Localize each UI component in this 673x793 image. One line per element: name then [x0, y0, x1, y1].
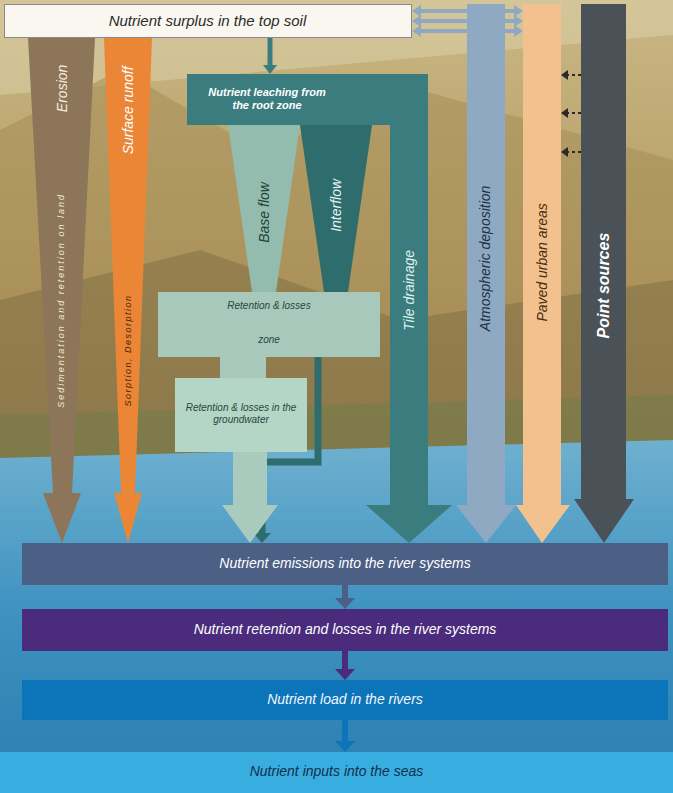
arrow-head — [412, 5, 421, 17]
flow-connector — [561, 108, 581, 118]
vertical-label: Paved urban areas — [534, 203, 551, 321]
connector-line — [342, 585, 348, 599]
vertical-label: Sedimentation and retention on land — [55, 193, 66, 408]
vertical-label: Atmospheric deposition — [477, 185, 494, 331]
vertical-label: Interflow — [328, 178, 345, 231]
arrow-head — [335, 741, 355, 752]
surplus-box: Nutrient surplus in the top soil — [4, 4, 412, 38]
arrow-head — [561, 147, 568, 157]
arrow-head — [412, 25, 421, 37]
flow-connector — [263, 38, 277, 74]
box-label: Nutrient emissions into the river system… — [22, 555, 668, 572]
groundwater-box: Retention & losses in the groundwater — [175, 378, 307, 452]
flow-connector — [335, 585, 355, 609]
arrow-outline — [574, 4, 634, 543]
flow-strip — [220, 357, 266, 378]
runoff-arrow: Surface runoffSorption, Desorption — [104, 38, 152, 543]
emissions-band: Nutrient emissions into the river system… — [22, 543, 668, 585]
arrow-head — [514, 25, 523, 37]
arrow-outline — [366, 74, 452, 543]
arrow-head — [263, 65, 277, 74]
arrow-head — [335, 598, 355, 609]
box-label: Nutrient retention and losses in the riv… — [22, 621, 668, 638]
flow-connector — [335, 651, 355, 680]
box-label: Nutrient surplus in the top soil — [11, 12, 404, 30]
connector-line — [567, 74, 581, 76]
arrow-outline — [104, 38, 152, 543]
atmospheric-arrow: Atmospheric deposition — [456, 4, 516, 543]
retention-zone-box: Retention & losses zone — [158, 292, 380, 357]
paved-urban-arrow: Paved urban areas — [516, 4, 570, 543]
box-label: Retention & losses in the groundwater — [183, 402, 299, 426]
tile-drainage-arrow: Tile drainage — [366, 74, 452, 543]
arrow-head — [514, 5, 523, 17]
flow-connector — [561, 70, 581, 80]
point-sources-arrow: Point sources — [574, 4, 634, 543]
arrow-outline — [516, 4, 570, 543]
arrow-head — [561, 108, 568, 118]
box-label: zone — [164, 334, 374, 346]
arrow-outline — [300, 125, 372, 292]
sea-inputs-band: Nutrient inputs into the seas — [0, 752, 673, 793]
baseflow-funnel: Base flow — [228, 125, 300, 292]
interflow-funnel: Interflow — [300, 125, 372, 292]
connector-line — [268, 38, 273, 66]
connector-line — [342, 720, 348, 742]
leaching-box: Nutrient leaching from the root zone — [187, 74, 390, 125]
vertical-label: Tile drainage — [401, 249, 418, 330]
connector-line — [567, 151, 581, 153]
arrow-head — [514, 15, 523, 27]
vertical-label: Surface runoff — [120, 66, 137, 154]
arrow-outline — [228, 125, 300, 292]
arrow-head — [335, 669, 355, 680]
vertical-label: Base flow — [255, 182, 272, 243]
arrow-head — [412, 15, 421, 27]
box-label: Retention & losses — [164, 300, 374, 312]
flow-connector — [335, 720, 355, 752]
flow-connector — [222, 452, 278, 543]
vertical-label: Sorption, Desorption — [123, 294, 134, 406]
vertical-label: Point sources — [594, 232, 613, 338]
river-load-band: Nutrient load in the rivers — [22, 680, 668, 720]
box-label: Nutrient leaching from the root zone — [205, 86, 329, 112]
vertical-label: Erosion — [54, 64, 71, 111]
box-label: Nutrient inputs into the seas — [0, 763, 673, 780]
connector-line — [567, 112, 581, 114]
arrow-outline — [456, 4, 516, 543]
flow-connector — [220, 357, 266, 378]
arrow-head — [561, 70, 568, 80]
flow-connector — [561, 147, 581, 157]
mountain-ridge — [0, 70, 673, 470]
connector-line — [342, 651, 348, 670]
lake-water — [0, 440, 673, 793]
erosion-arrow: ErosionSedimentation and retention on la… — [26, 38, 96, 543]
river-retention-band: Nutrient retention and losses in the riv… — [22, 609, 668, 651]
arrow-outline — [28, 38, 95, 543]
box-label: Nutrient load in the rivers — [22, 691, 668, 708]
flow-arrow — [222, 452, 278, 543]
